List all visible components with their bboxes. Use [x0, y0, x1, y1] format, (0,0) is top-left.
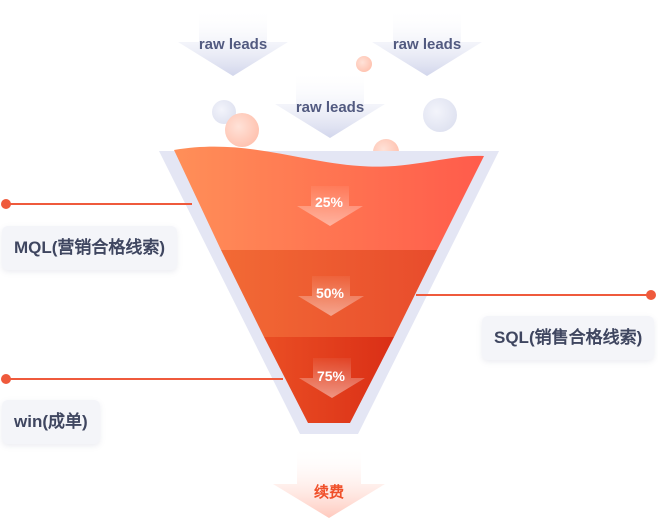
decor-bubble — [423, 98, 457, 132]
stage-2-percentage: 50% — [315, 285, 345, 301]
raw-leads-arrow-3 — [275, 70, 385, 138]
stage-3-arrow — [299, 358, 365, 398]
win-label: win(成单) — [2, 400, 100, 444]
mql-label: MQL(营销合格线索) — [2, 226, 178, 270]
raw-leads-arrow-2 — [372, 8, 482, 76]
stage-3-percentage: 75% — [316, 368, 346, 384]
raw-leads-label: raw leads — [198, 36, 268, 53]
raw-leads-label: raw leads — [392, 36, 462, 53]
stage-1-arrow — [297, 186, 363, 226]
renewal-arrow — [273, 447, 385, 518]
stage-1-percentage: 25% — [314, 194, 344, 210]
decor-bubble — [356, 56, 372, 72]
raw-leads-label: raw leads — [295, 99, 365, 116]
stage-2-arrow — [298, 276, 364, 316]
renewal-label: 续费 — [313, 484, 344, 501]
win-connector-dot — [1, 374, 11, 384]
mql-connector-dot — [1, 199, 11, 209]
sql-label: SQL(销售合格线索) — [482, 316, 655, 360]
raw-leads-arrow-1 — [178, 8, 288, 76]
decor-bubble — [225, 113, 259, 147]
sql-connector-dot — [646, 290, 656, 300]
